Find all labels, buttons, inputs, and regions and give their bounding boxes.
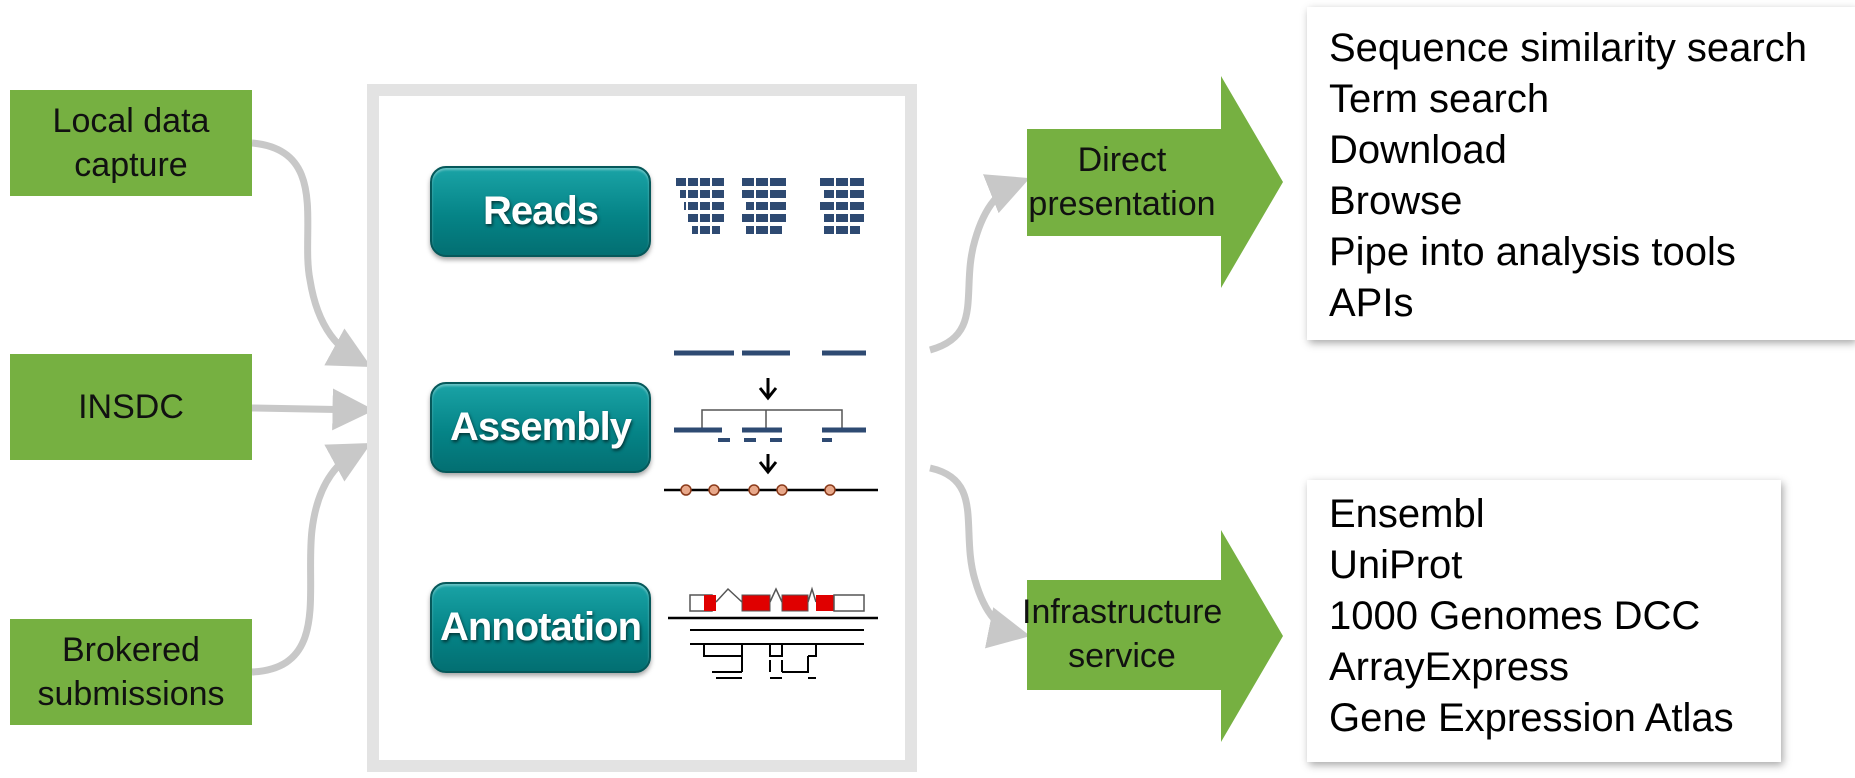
connector-panel-to-infrastructure [929,464,1031,649]
connector-local-to-panel [251,139,372,368]
reads-glyph [676,178,864,234]
list-item: Gene Expression Atlas [1329,696,1734,740]
list-item: ArrayExpress [1329,645,1570,689]
connector-brokered-to-panel [251,442,372,676]
stage-annotation: Annotation [430,582,651,673]
infrastructure-service-arrow [1027,530,1283,742]
assembly-glyph [664,350,878,496]
input-insdc: INSDC [10,354,252,460]
list-item: Browse [1329,179,1463,223]
stage-reads: Reads [430,166,651,257]
list-item: APIs [1329,281,1414,325]
annotation-glyph [668,586,878,679]
list-item: Term search [1329,77,1550,121]
list-item: UniProt [1329,543,1463,587]
list-item: Download [1329,128,1507,172]
stage-assembly: Assembly [430,382,651,473]
connector-panel-to-direct [929,174,1030,354]
infrastructure-service-label: Infrastructure service [1022,593,1223,676]
list-item: Sequence similarity search [1329,26,1807,70]
list-item: Pipe into analysis tools [1329,230,1736,274]
direct-presentation-list: Sequence similarity search Term search D… [1307,7,1855,340]
input-brokered-submissions: Brokered submissions [10,619,252,725]
list-item: 1000 Genomes DCC [1329,594,1701,638]
infrastructure-service-list: Ensembl UniProt 1000 Genomes DCC ArrayEx… [1307,480,1781,762]
connector-insdc-to-panel [251,388,375,431]
list-item: Ensembl [1329,492,1485,536]
direct-presentation-arrow [1027,76,1283,288]
direct-presentation-label: Direct presentation [1028,141,1216,224]
input-local-data-capture: Local data capture [10,90,252,196]
